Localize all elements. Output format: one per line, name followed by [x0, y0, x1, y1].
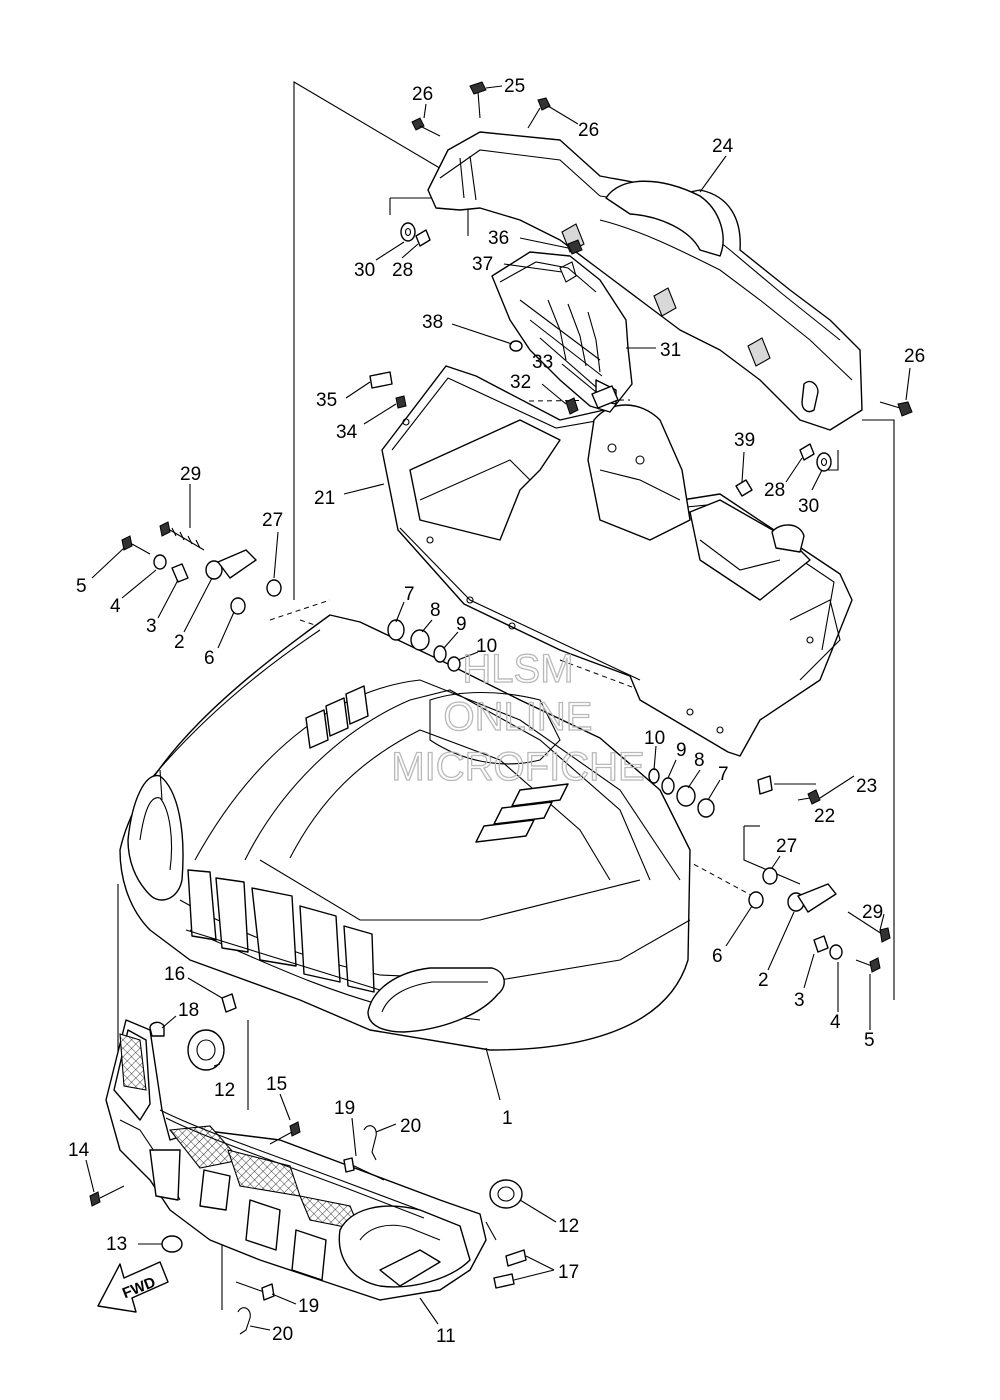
leader-lines: [85, 85, 911, 1331]
callout-28: 28: [392, 260, 413, 281]
callout-26: 26: [904, 346, 925, 367]
watermark-line-3: MICROFICHE: [391, 745, 644, 789]
callout-30: 30: [798, 496, 819, 517]
callout-7: 7: [404, 584, 415, 605]
assembly-lines: [117, 81, 895, 1310]
callout-20: 20: [400, 1116, 421, 1137]
callout-12: 12: [558, 1216, 579, 1237]
callout-39: 39: [734, 430, 755, 451]
callout-8: 8: [694, 750, 705, 771]
callout-17: 17: [558, 1262, 579, 1283]
callout-26: 26: [412, 84, 433, 105]
watermark-line-2: ONLINE: [444, 695, 593, 739]
callout-2: 2: [758, 970, 769, 991]
callout-1: 1: [502, 1108, 513, 1129]
callout-18: 18: [178, 1000, 199, 1021]
callout-35: 35: [316, 390, 337, 411]
callout-3: 3: [146, 616, 157, 637]
callout-2: 2: [174, 632, 185, 653]
callout-29: 29: [180, 464, 201, 485]
callout-5: 5: [76, 576, 87, 597]
callout-38: 38: [422, 312, 443, 333]
callout-12: 12: [214, 1080, 235, 1101]
callout-27: 27: [776, 836, 797, 857]
callout-9: 9: [676, 740, 687, 761]
callout-4: 4: [830, 1012, 841, 1033]
callout-6: 6: [712, 946, 723, 967]
callout-10: 10: [476, 636, 497, 657]
callout-13: 13: [106, 1234, 127, 1255]
callout-6: 6: [204, 648, 215, 669]
callout-33: 33: [532, 352, 553, 373]
callout-24: 24: [712, 136, 734, 157]
callout-21: 21: [314, 488, 335, 509]
callout-23: 23: [856, 776, 877, 797]
callout-31: 31: [660, 340, 681, 361]
callout-10: 10: [644, 728, 665, 749]
front-guard: [105, 1019, 497, 1301]
watermark-line-1: HLSM: [462, 647, 573, 691]
callout-22: 22: [814, 806, 835, 827]
front-hood: [119, 614, 691, 1051]
callout-26: 26: [578, 120, 599, 141]
callout-36: 36: [488, 228, 509, 249]
callout-4: 4: [110, 596, 121, 617]
callout-37: 37: [472, 254, 493, 275]
callout-16: 16: [164, 964, 185, 985]
callout-15: 15: [266, 1074, 287, 1095]
callout-30: 30: [354, 260, 375, 281]
inner-panel: [381, 365, 853, 757]
callout-19: 19: [334, 1098, 355, 1119]
callout-14: 14: [68, 1140, 90, 1161]
callout-34: 34: [336, 422, 358, 443]
callout-7: 7: [718, 764, 729, 785]
callout-19: 19: [298, 1296, 319, 1317]
dash-cover: [427, 131, 863, 431]
callout-29: 29: [862, 902, 883, 923]
callout-25: 25: [504, 76, 525, 97]
fwd-arrow: FWD: [97, 1261, 169, 1313]
callout-5: 5: [864, 1030, 875, 1051]
callout-11: 11: [436, 1326, 456, 1347]
callout-9: 9: [456, 614, 467, 635]
callout-27: 27: [262, 510, 283, 531]
callouts: 1 2 2 3 3 4 4 5 5 6 6 7 7 8 8 9 9 10 10 …: [68, 76, 925, 1347]
hardware: FWD: [89, 81, 913, 1335]
callout-20: 20: [272, 1324, 293, 1345]
callout-28: 28: [764, 480, 785, 501]
callout-8: 8: [430, 600, 441, 621]
watermark: HLSM ONLINE MICROFICHE: [391, 646, 646, 789]
callout-3: 3: [794, 990, 805, 1011]
callout-32: 32: [510, 372, 531, 393]
